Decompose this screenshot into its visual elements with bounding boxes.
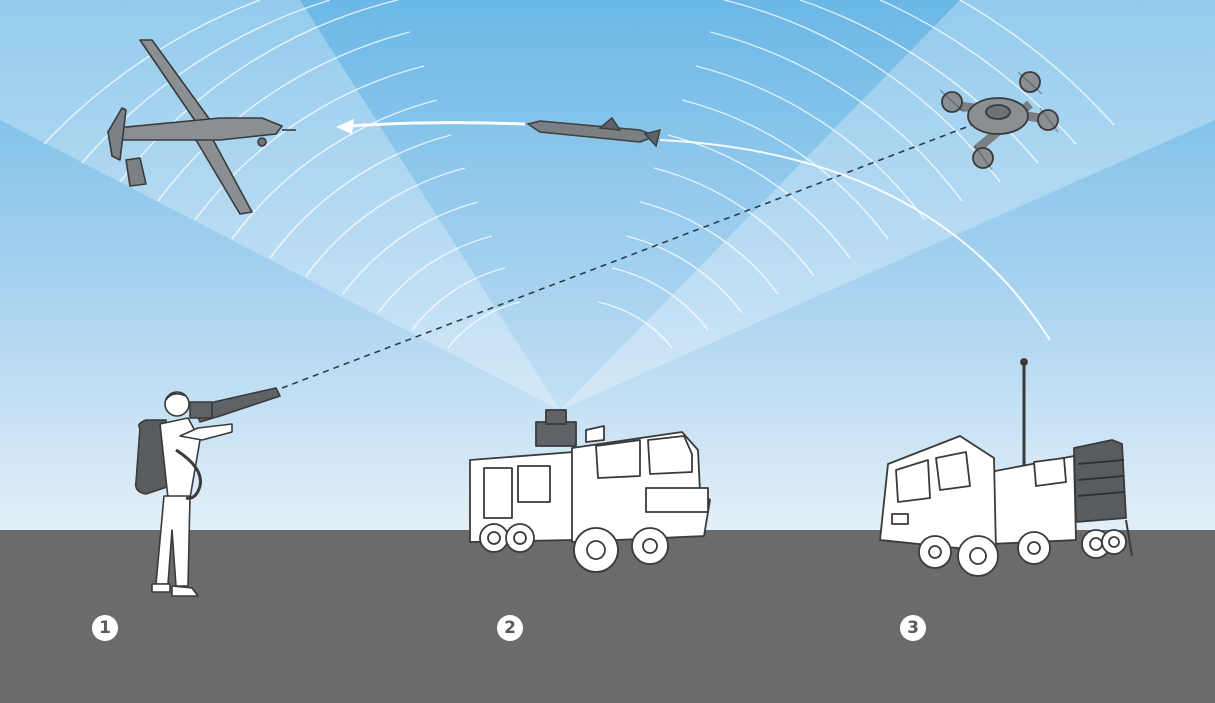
interceptor-arrow — [336, 119, 526, 134]
missile-trajectory — [659, 139, 1051, 341]
radar-beam-left — [0, 0, 560, 410]
soldier-jammer-icon — [134, 387, 281, 597]
label-two: 2 — [497, 615, 523, 641]
label-one: 1 — [92, 615, 118, 641]
radar-beam-right — [560, 0, 1215, 410]
interceptor-missile-icon — [526, 116, 662, 148]
label-three: 3 — [900, 615, 926, 641]
quadcopter-drone-icon — [939, 71, 1059, 171]
radar-truck-icon — [469, 409, 711, 573]
missile-launcher-truck-icon — [879, 358, 1133, 577]
radar-beams — [0, 0, 1215, 410]
reaper-drone-icon — [107, 39, 296, 215]
jammer-beam-line — [281, 119, 986, 389]
